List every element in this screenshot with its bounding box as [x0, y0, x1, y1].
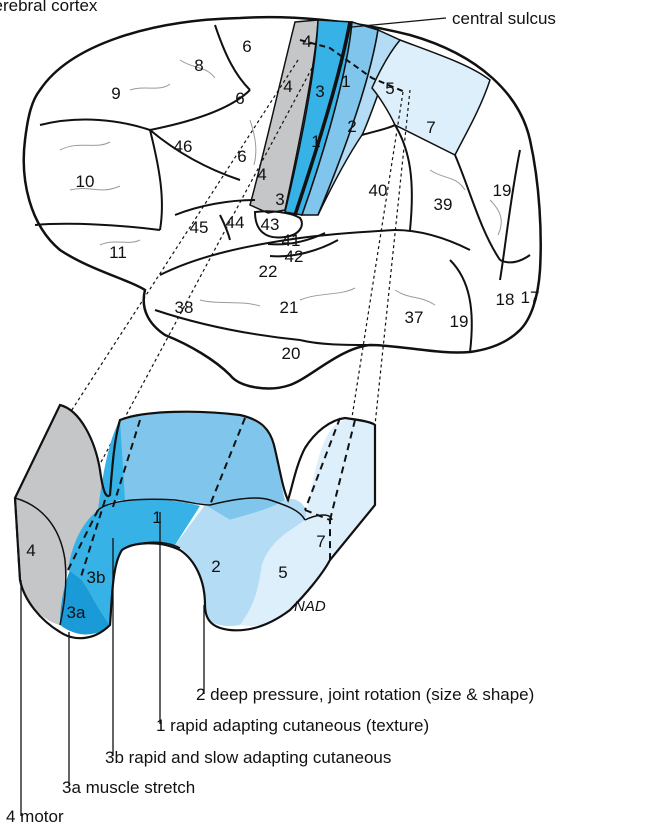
brodmann-10: 10: [76, 172, 95, 191]
brodmann-21: 21: [280, 298, 299, 317]
brodmann-1-a: 1: [341, 72, 350, 91]
brodmann-19-b: 19: [450, 312, 469, 331]
brodmann-42: 42: [285, 247, 304, 266]
caption-area-3b: 3b rapid and slow adapting cutaneous: [105, 748, 391, 767]
section-label-7: 7: [316, 532, 325, 551]
central-sulcus-leader: [352, 18, 446, 27]
brodmann-9: 9: [111, 84, 120, 103]
section-label-3a: 3a: [67, 603, 86, 622]
brodmann-5: 5: [385, 79, 394, 98]
brodmann-4-b: 4: [283, 77, 292, 96]
brodmann-37: 37: [405, 308, 424, 327]
brodmann-22: 22: [259, 262, 278, 281]
section-label-3b: 3b: [87, 568, 106, 587]
brodmann-4-a: 4: [302, 32, 311, 51]
brodmann-20: 20: [282, 344, 301, 363]
brodmann-6-c: 6: [237, 147, 246, 166]
brodmann-4-c: 4: [257, 165, 266, 184]
brodmann-39: 39: [434, 195, 453, 214]
brodmann-19-a: 19: [493, 181, 512, 200]
cortical-cross-section: 4 3b 3a 1 2 5 7 NAD: [15, 405, 375, 638]
brodmann-3-a: 3: [315, 82, 324, 101]
artist-signature: NAD: [294, 598, 326, 615]
figure-title: cerebral cortex: [0, 0, 98, 15]
caption-area-1: 1 rapid adapting cutaneous (texture): [156, 716, 429, 735]
brodmann-1-b: 1: [311, 132, 320, 151]
section-label-2: 2: [211, 557, 220, 576]
brodmann-38: 38: [175, 298, 194, 317]
brodmann-17: 17: [521, 288, 540, 307]
brodmann-18: 18: [496, 290, 515, 309]
caption-area-2: 2 deep pressure, joint rotation (size & …: [196, 685, 534, 704]
brodmann-2: 2: [347, 117, 356, 136]
brodmann-7: 7: [426, 118, 435, 137]
caption-area-3a: 3a muscle stretch: [62, 778, 195, 797]
brodmann-11: 11: [109, 243, 127, 262]
brodmann-44: 44: [226, 213, 245, 232]
brodmann-40: 40: [369, 181, 388, 200]
brodmann-3-b: 3: [275, 190, 284, 209]
brodmann-6-b: 6: [235, 89, 244, 108]
brodmann-43: 43: [261, 215, 280, 234]
brodmann-8: 8: [194, 56, 203, 75]
brodmann-6-a: 6: [242, 37, 251, 56]
brodmann-46: 46: [174, 137, 193, 156]
brodmann-45: 45: [190, 218, 209, 237]
brain-lateral-view: 6 6 6 4 4 4 3 3 1 1 2 5 7 8 9 46 10 11 4…: [15, 9, 556, 520]
section-label-4: 4: [26, 541, 35, 560]
caption-area-4: 4 motor: [6, 807, 64, 826]
section-label-5: 5: [278, 563, 287, 582]
central-sulcus-label: central sulcus: [452, 9, 556, 28]
